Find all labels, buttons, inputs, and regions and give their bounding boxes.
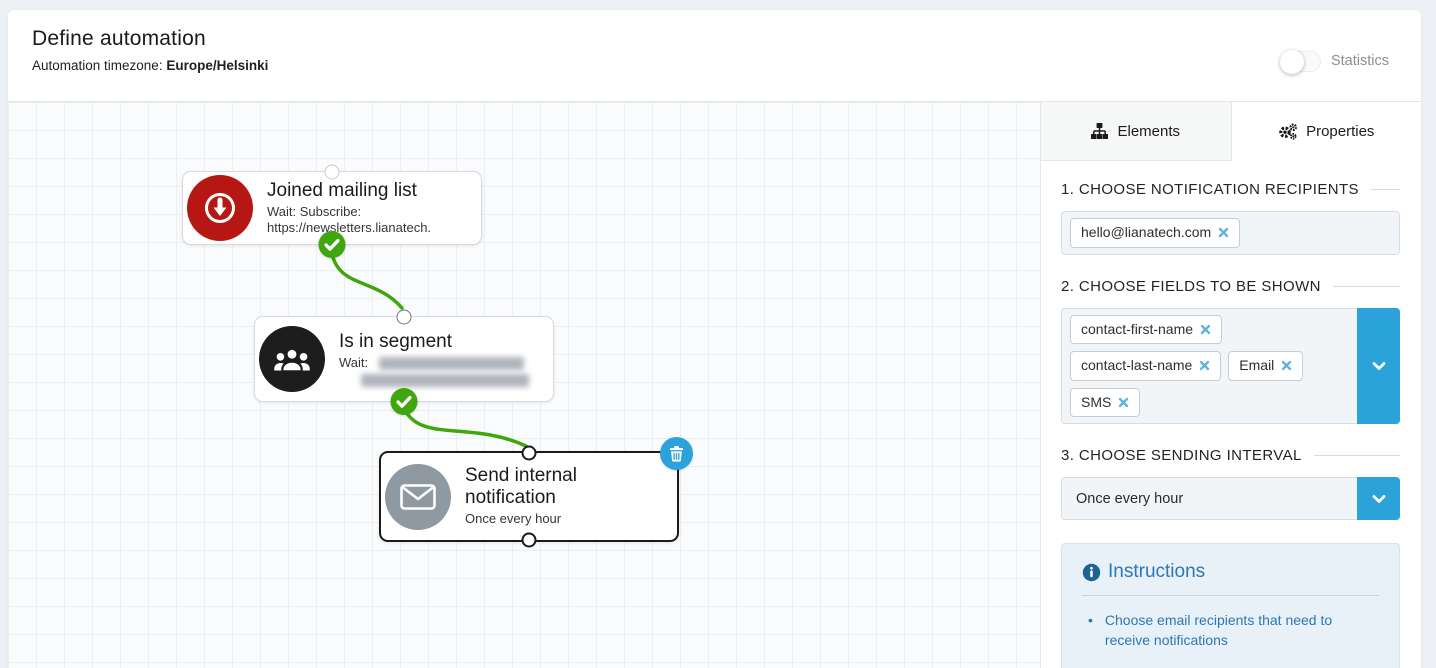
arrow-circle-down-icon bbox=[205, 193, 235, 223]
page-title: Define automation bbox=[32, 27, 206, 50]
node-joined-mailing-list[interactable]: Joined mailing list Wait: Subscribe: htt… bbox=[182, 164, 482, 259]
panel-body: 1. CHOOSE NOTIFICATION RECIPIENTS hello@… bbox=[1041, 161, 1421, 668]
chevron-down-icon bbox=[1372, 494, 1385, 503]
statistics-label: Statistics bbox=[1330, 53, 1389, 69]
check-icon bbox=[324, 238, 340, 251]
tab-label: Properties bbox=[1306, 123, 1375, 140]
section-heading-row: 1. CHOOSE NOTIFICATION RECIPIENTS bbox=[1061, 181, 1400, 198]
node-subtitle bbox=[339, 371, 543, 388]
node-icon-circle bbox=[385, 463, 451, 530]
instructions-heading: Instructions bbox=[1108, 561, 1206, 582]
status-check-badge bbox=[318, 231, 346, 259]
users-icon bbox=[274, 347, 310, 373]
node-subtitle: Once every hour bbox=[465, 511, 562, 527]
check-icon bbox=[396, 395, 412, 408]
cogs-icon bbox=[1279, 123, 1298, 140]
node-text: Is in segment Wait: bbox=[339, 331, 543, 388]
chevron-down-icon bbox=[1372, 361, 1385, 370]
section-fields-to-show: 2. CHOOSE FIELDS TO BE SHOWN contact-fir… bbox=[1061, 278, 1400, 424]
node-title: Is in segment bbox=[339, 330, 452, 352]
node-subtitle: https://newsletters.lianatech. bbox=[267, 220, 432, 236]
statistics-toggle[interactable] bbox=[1279, 50, 1321, 74]
tag-label: hello@lianatech.com bbox=[1081, 224, 1212, 240]
properties-panel: Elements Properties bbox=[1040, 102, 1421, 668]
fields-dropdown-button[interactable] bbox=[1357, 307, 1400, 424]
remove-tag-icon[interactable] bbox=[1200, 324, 1211, 335]
section-heading-row: 3. CHOOSE SENDING INTERVAL bbox=[1061, 447, 1400, 464]
node-icon-circle bbox=[187, 175, 253, 241]
tab-elements[interactable]: Elements bbox=[1041, 102, 1232, 161]
tag-label: contact-first-name bbox=[1081, 320, 1194, 337]
node-text: Joined mailing list Wait: Subscribe: htt… bbox=[267, 180, 471, 237]
redacted-text bbox=[361, 374, 529, 388]
node-title: Send internal notification bbox=[465, 465, 577, 509]
instructions-divider bbox=[1082, 595, 1379, 596]
toggle-knob bbox=[1279, 50, 1304, 74]
node-send-internal-notification[interactable]: Send internal notification Once every ho… bbox=[379, 437, 693, 548]
instructions-heading-row: Instructions bbox=[1082, 561, 1379, 583]
workflow-canvas[interactable]: Joined mailing list Wait: Subscribe: htt… bbox=[8, 102, 1040, 668]
interval-select[interactable]: Once every hour bbox=[1061, 477, 1400, 520]
section-heading: 1. CHOOSE NOTIFICATION RECIPIENTS bbox=[1061, 181, 1359, 198]
tag-label: contact-last-name bbox=[1081, 357, 1193, 373]
field-tag: Email bbox=[1228, 351, 1304, 381]
timezone-value: Europe/Helsinki bbox=[166, 58, 269, 73]
field-tag: contact-first-name bbox=[1070, 314, 1223, 344]
bullet: • bbox=[1088, 612, 1093, 628]
remove-tag-icon[interactable] bbox=[1118, 397, 1129, 408]
panel-tabs: Elements Properties bbox=[1041, 102, 1421, 161]
connector-port[interactable] bbox=[521, 445, 537, 461]
fields-multiselect[interactable]: contact-first-name contact-last-name bbox=[1061, 307, 1400, 424]
heading-rule bbox=[1370, 189, 1400, 190]
tag-label: SMS bbox=[1081, 393, 1112, 410]
remove-tag-icon[interactable] bbox=[1199, 360, 1210, 371]
header-right: Statistics bbox=[1279, 27, 1397, 101]
field-tag: contact-last-name bbox=[1070, 351, 1222, 381]
content-area: Joined mailing list Wait: Subscribe: htt… bbox=[8, 101, 1421, 668]
section-sending-interval: 3. CHOOSE SENDING INTERVAL Once every ho… bbox=[1061, 447, 1400, 520]
instruction-text: Choose email recipients that need to rec… bbox=[1104, 612, 1333, 649]
trash-icon bbox=[669, 445, 684, 462]
section-notification-recipients: 1. CHOOSE NOTIFICATION RECIPIENTS hello@… bbox=[1061, 181, 1400, 255]
timezone-line: Automation timezone: Europe/Helsinki bbox=[32, 58, 268, 73]
heading-rule bbox=[1332, 285, 1400, 287]
remove-tag-icon[interactable] bbox=[1218, 227, 1229, 238]
field-tag: SMS bbox=[1070, 387, 1141, 417]
heading-rule bbox=[1313, 455, 1400, 456]
interval-selected-value: Once every hour bbox=[1076, 490, 1184, 507]
node-text: Send internal notification Once every ho… bbox=[465, 465, 655, 527]
tab-label: Elements bbox=[1117, 122, 1181, 140]
tag-label: Email bbox=[1239, 357, 1275, 373]
envelope-icon bbox=[400, 483, 436, 510]
section-heading-row: 2. CHOOSE FIELDS TO BE SHOWN bbox=[1061, 278, 1400, 295]
sitemap-icon bbox=[1091, 123, 1109, 139]
node-subtitle: Wait: Subscribe: bbox=[267, 203, 362, 219]
header-left: Define automation Automation timezone: E… bbox=[32, 27, 268, 101]
connector-port[interactable] bbox=[521, 532, 537, 548]
wait-label: Wait: bbox=[339, 354, 369, 370]
instruction-item: • Choose email recipients that need to r… bbox=[1082, 610, 1379, 651]
status-check-badge bbox=[390, 388, 418, 416]
interval-dropdown-button[interactable] bbox=[1357, 477, 1400, 520]
node-subtitle: Wait: bbox=[339, 355, 543, 371]
automation-editor-card: Define automation Automation timezone: E… bbox=[8, 10, 1421, 668]
node-is-in-segment[interactable]: Is in segment Wait: bbox=[254, 309, 554, 416]
recipient-tag: hello@lianatech.com bbox=[1070, 218, 1241, 248]
connector-port[interactable] bbox=[324, 164, 340, 180]
tab-properties[interactable]: Properties bbox=[1231, 102, 1421, 161]
instructions-box: Instructions • Choose email recipients t… bbox=[1061, 543, 1400, 668]
section-heading: 3. CHOOSE SENDING INTERVAL bbox=[1061, 447, 1302, 464]
header: Define automation Automation timezone: E… bbox=[8, 10, 1421, 101]
timezone-label: Automation timezone: bbox=[32, 58, 167, 73]
node-icon-circle bbox=[259, 326, 325, 392]
remove-tag-icon[interactable] bbox=[1281, 360, 1292, 371]
info-circle-icon bbox=[1082, 563, 1101, 581]
recipients-input[interactable]: hello@lianatech.com bbox=[1061, 211, 1400, 255]
redacted-text bbox=[378, 356, 524, 370]
section-heading: 2. CHOOSE FIELDS TO BE SHOWN bbox=[1061, 277, 1321, 295]
connector-port[interactable] bbox=[396, 309, 412, 325]
node-title: Joined mailing list bbox=[267, 179, 417, 201]
delete-node-button[interactable] bbox=[660, 437, 693, 470]
